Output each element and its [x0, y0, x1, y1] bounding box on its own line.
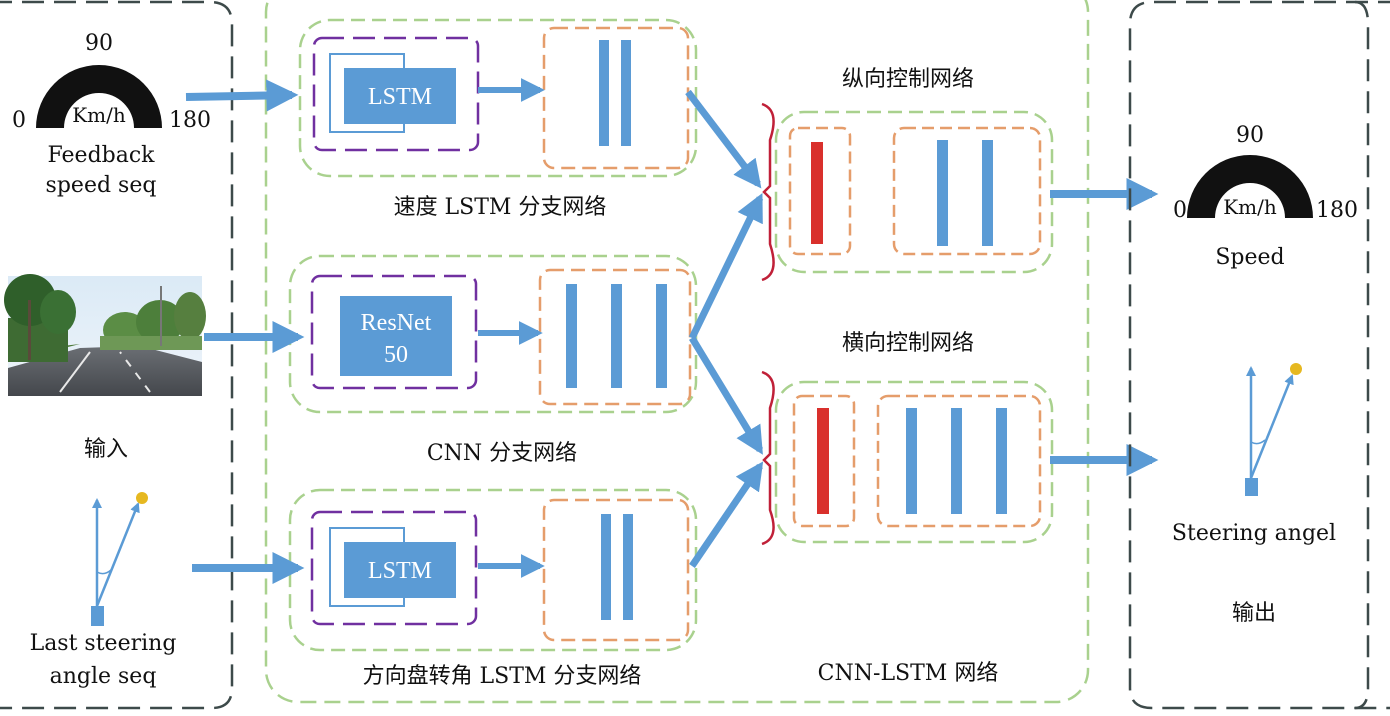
steer-lstm-branch: LSTM	[288, 488, 698, 652]
out-gauge-right-label: 180	[1316, 198, 1358, 223]
longitudinal-fc-bar	[937, 140, 948, 246]
longitudinal-fc-bar	[982, 140, 993, 246]
speed-lstm-branch: LSTM	[298, 18, 698, 178]
lateral-title: 横向控制网络	[842, 331, 974, 356]
cnn-branch: ResNet 50	[288, 254, 698, 414]
speed-branch-caption: 速度 LSTM 分支网络	[394, 195, 607, 220]
longitudinal-red-bar	[811, 142, 823, 244]
longitudinal-network	[761, 102, 1054, 282]
input-panel	[0, 0, 234, 710]
out-gauge-unit-label: Km/h	[1223, 195, 1277, 219]
lateral-network	[761, 370, 1054, 546]
gauge-right-label: 180	[169, 108, 211, 133]
network-caption: CNN-LSTM 网络	[818, 661, 999, 686]
lateral-fc-bar	[906, 408, 917, 514]
lateral-red-bar	[817, 408, 829, 514]
out-gauge-top-label: 90	[1236, 123, 1264, 148]
cnn-fc-bar	[566, 284, 577, 388]
gauge-left-label: 0	[12, 108, 26, 133]
lateral-fc-bar	[996, 408, 1007, 514]
lateral-fc-bar	[951, 408, 962, 514]
steer-fc-bar	[601, 514, 611, 620]
steer-fc-bar	[623, 514, 633, 620]
output-panel	[1128, 0, 1390, 710]
speed-fc-bar	[599, 40, 609, 146]
gauge-unit-label: Km/h	[72, 103, 126, 127]
steer-branch-caption: 方向盘转角 LSTM 分支网络	[363, 664, 642, 689]
cnn-fc-bar	[656, 284, 667, 388]
speed-lstm-label: LSTM	[368, 84, 432, 110]
steer-label-line2: angle seq	[50, 664, 157, 689]
speed-fc-bar	[621, 40, 631, 146]
gauge-top-label: 90	[85, 31, 113, 56]
cnn-branch-caption: CNN 分支网络	[427, 441, 577, 466]
feedback-label-line2: speed seq	[46, 173, 157, 198]
out-gauge-left-label: 0	[1173, 198, 1187, 223]
steer-lstm-label: LSTM	[368, 558, 432, 584]
arrow-speed-in	[185, 79, 299, 112]
output-caption: 输出	[1232, 601, 1276, 626]
steer-lstm-block	[344, 542, 456, 598]
feedback-label-line1: Feedback	[47, 143, 155, 168]
cnn-fc-bar	[611, 284, 622, 388]
input-speed-gauge: 90 0 180 Km/h	[12, 31, 211, 133]
road-image	[4, 274, 206, 396]
input-steering-icon	[91, 492, 148, 626]
output-speed-gauge: 90 0 180 Km/h	[1173, 123, 1358, 223]
longitudinal-title: 纵向控制网络	[842, 67, 974, 92]
resnet-label-line1: ResNet	[361, 310, 432, 336]
input-caption: 输入	[84, 437, 128, 462]
output-steer-label: Steering angel	[1172, 521, 1336, 546]
speed-lstm-block	[344, 68, 456, 124]
output-steering-icon	[1245, 363, 1302, 496]
resnet-label-line2: 50	[384, 342, 408, 368]
output-speed-label: Speed	[1215, 245, 1284, 270]
flow-arrows	[185, 78, 1159, 584]
steer-label-line1: Last steering	[30, 631, 177, 656]
resnet-block	[340, 296, 452, 376]
